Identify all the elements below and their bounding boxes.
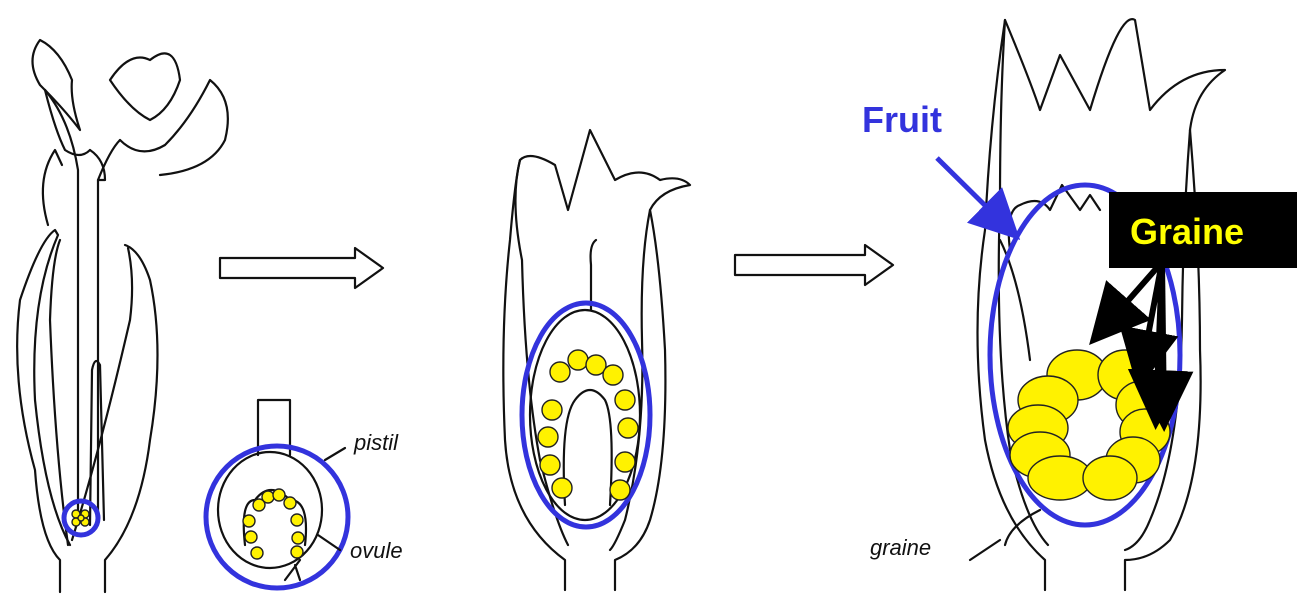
ovule-label: ovule (350, 538, 403, 563)
fruit-arrow (937, 158, 1013, 233)
mature-fruit-drawing (970, 19, 1225, 590)
pistil-detail-drawing (218, 400, 322, 580)
flower-drawing (17, 40, 228, 592)
graine-small-label: graine (870, 535, 931, 560)
ovary-highlight-developing (522, 303, 650, 527)
stage-arrow-2 (735, 245, 893, 285)
ovule-pointer (318, 535, 340, 550)
fruit-label: Fruit (862, 99, 942, 140)
pistil-pointer (325, 448, 345, 460)
seeds-mature (1008, 350, 1170, 500)
seeds-developing (538, 350, 638, 500)
stage-arrow-1 (220, 248, 383, 288)
graine-box-label: Graine (1130, 211, 1244, 252)
pistil-label: pistil (353, 430, 399, 455)
